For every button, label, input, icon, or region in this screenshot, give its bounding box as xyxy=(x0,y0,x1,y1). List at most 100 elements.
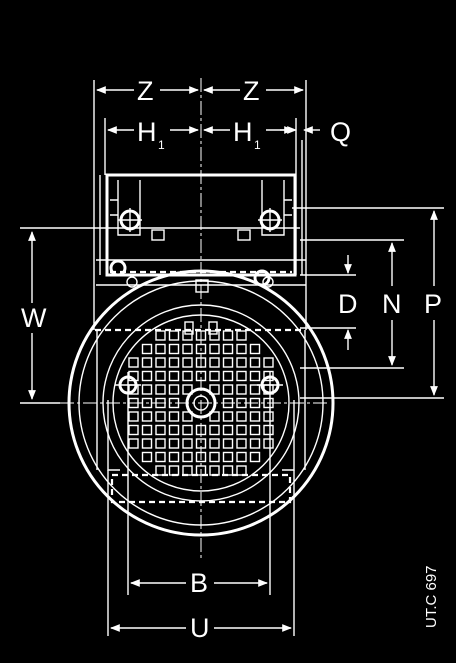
bolt-mid-left xyxy=(109,259,138,288)
grille-opening xyxy=(155,330,166,341)
grille-opening xyxy=(141,343,153,355)
grille-opening xyxy=(236,370,247,382)
grille-opening xyxy=(209,384,220,395)
label-n: N xyxy=(382,289,402,319)
grille-opening xyxy=(209,411,220,422)
grille-opening xyxy=(263,438,274,449)
grille-opening xyxy=(222,438,234,449)
grille-opening xyxy=(168,465,180,476)
grille-opening xyxy=(263,424,274,436)
grille-opening xyxy=(222,330,234,341)
grille-opening xyxy=(155,343,166,355)
grille-opening xyxy=(249,424,261,436)
label-backgrounds xyxy=(20,76,448,643)
grille-opening xyxy=(168,343,180,355)
grille-opening xyxy=(168,438,180,449)
grille-opening xyxy=(249,370,261,382)
grille-opening xyxy=(249,397,261,409)
drawing-code: UT.C 697 xyxy=(423,565,440,628)
grille-opening xyxy=(236,384,247,395)
grille-opening xyxy=(128,438,139,449)
grille-opening xyxy=(209,357,220,368)
grille-opening xyxy=(195,330,207,341)
label-h1-left-subscript: 1 xyxy=(158,138,165,152)
grille-opening xyxy=(182,384,193,395)
grille-opening xyxy=(195,357,207,368)
grille-opening xyxy=(168,411,180,422)
grille-opening xyxy=(182,438,193,449)
grille-opening xyxy=(141,397,153,409)
grille-opening xyxy=(168,451,180,463)
label-b: B xyxy=(190,568,208,598)
grille-opening xyxy=(182,357,193,368)
label-q: Q xyxy=(330,117,351,147)
motor-housing xyxy=(67,269,335,537)
grille-opening xyxy=(168,384,180,395)
grille-opening xyxy=(209,330,220,341)
grille-opening xyxy=(128,424,139,436)
label-h1-right-subscript: 1 xyxy=(254,138,261,152)
grille-opening xyxy=(195,424,207,436)
label-w: W xyxy=(21,303,47,333)
grille-opening xyxy=(155,384,166,395)
grille-opening xyxy=(168,370,180,382)
grille-opening xyxy=(155,397,166,409)
grille-opening xyxy=(222,357,234,368)
grille-opening xyxy=(182,343,193,355)
label-d: D xyxy=(338,289,358,319)
grille-opening xyxy=(141,370,153,382)
grille-opening xyxy=(209,343,220,355)
grille-opening xyxy=(222,411,234,422)
grille-opening xyxy=(249,438,261,449)
grille-opening xyxy=(141,438,153,449)
grille-opening xyxy=(128,411,139,422)
grille-opening xyxy=(222,370,234,382)
label-u: U xyxy=(190,613,210,643)
grille-opening xyxy=(141,384,153,395)
grille-opening xyxy=(182,411,193,422)
grille-opening xyxy=(168,424,180,436)
grille-opening xyxy=(249,384,261,395)
grille-opening xyxy=(249,357,261,368)
grille-opening xyxy=(195,343,207,355)
grille-opening xyxy=(209,465,220,476)
grille-opening xyxy=(236,424,247,436)
grille-opening xyxy=(155,438,166,449)
grille-opening xyxy=(236,357,247,368)
grille-opening xyxy=(222,424,234,436)
label-z-right: Z xyxy=(243,76,260,106)
grille-opening xyxy=(141,424,153,436)
grille-opening xyxy=(222,465,234,476)
fan-grille xyxy=(128,330,274,476)
shaft-center xyxy=(185,387,217,419)
grille-opening xyxy=(195,370,207,382)
grille-opening xyxy=(182,451,193,463)
grille-opening xyxy=(222,451,234,463)
label-h1-left: H xyxy=(137,117,157,147)
grille-opening xyxy=(263,357,274,368)
grille-opening xyxy=(263,397,274,409)
grille-opening xyxy=(128,397,139,409)
grille-opening xyxy=(155,411,166,422)
grille-opening xyxy=(128,357,139,368)
grille-opening xyxy=(141,451,153,463)
grille-opening xyxy=(155,370,166,382)
grille-opening xyxy=(182,465,193,476)
grille-opening xyxy=(236,343,247,355)
grille-opening xyxy=(236,411,247,422)
label-p: P xyxy=(424,289,442,319)
motor-hole-right xyxy=(257,372,283,398)
grille-opening xyxy=(182,330,193,341)
grille-opening xyxy=(168,357,180,368)
extension-lines xyxy=(20,80,444,636)
grille-opening xyxy=(195,438,207,449)
grille-opening xyxy=(222,397,234,409)
grille-opening xyxy=(236,438,247,449)
label-z-left: Z xyxy=(137,76,154,106)
grille-opening xyxy=(209,424,220,436)
grille-opening xyxy=(249,451,261,463)
grille-opening xyxy=(141,411,153,422)
grille-opening xyxy=(249,343,261,355)
grille-opening xyxy=(168,397,180,409)
